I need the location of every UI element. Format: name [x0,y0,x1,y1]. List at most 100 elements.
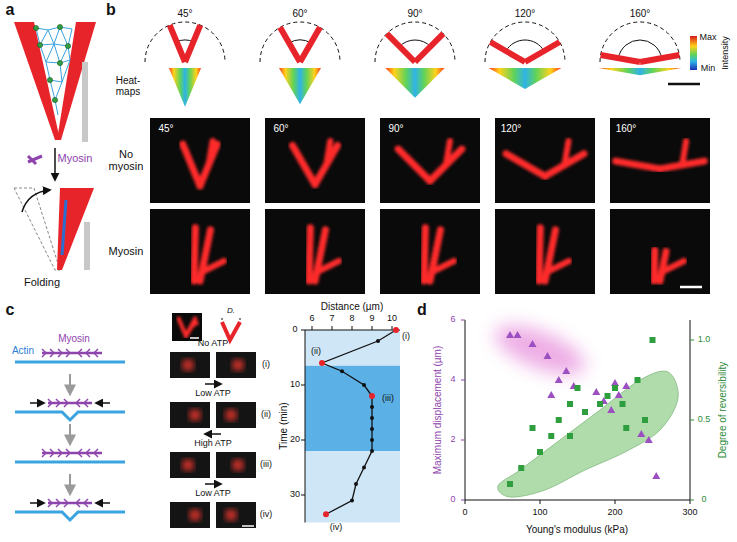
fluorescence-image [380,209,480,294]
myosin-filament [42,452,102,455]
axis-tick [461,440,465,441]
angle-label: 120° [515,8,536,19]
support-bar [82,62,88,142]
reversibility-point [567,401,573,407]
sheet-image [183,141,217,186]
actin-mesh [48,30,54,44]
fluorescence-image [150,118,250,203]
figure-part [506,154,545,177]
process-arrow [54,148,56,180]
myosin-head [86,353,90,357]
reversibility-point [623,425,629,431]
figure-part [309,228,310,281]
data-point [370,405,374,409]
myosin-head [66,349,70,353]
figure-part [660,251,666,281]
displacement-point [637,430,645,437]
fluorescence-image [495,118,595,203]
myosin-head [78,449,82,453]
fluorescence-image [170,452,210,478]
tick-label: 0.5 [698,415,711,425]
tick-label: 300 [682,508,697,518]
scale-bar [190,337,199,339]
reversibility-point [582,409,588,415]
axis-tick [540,500,541,504]
force-arrow [96,402,110,404]
process-label: Folding [24,276,60,288]
tick-label: 0 [292,325,297,335]
figure-part [293,146,316,185]
myosin-head [84,503,88,507]
bead-spot [189,409,201,421]
sheet-arm [300,27,320,62]
myosin-head [56,403,60,407]
sheet-arm [185,25,200,62]
sheet-image [424,228,454,281]
actin-mesh [62,60,70,82]
panel-letter: c [6,301,15,319]
angle-label: 90° [388,123,403,134]
displacement-point [607,406,615,413]
figure-part [616,161,660,169]
sheet-arm [57,22,96,140]
condition-label: No ATP [198,339,228,349]
figure-part [446,141,450,165]
fluorescence-image [380,118,480,203]
myosin-dot [57,60,62,65]
actin-mesh [54,44,60,63]
tick-label: 8 [349,314,354,324]
row-label: Heat-maps [107,75,149,97]
sheet-image [506,141,584,176]
data-point [362,383,366,387]
myosin-dot [57,24,62,29]
heat-map [169,68,201,107]
distance-trace [322,330,396,514]
myosin-head [42,449,46,453]
force-arrow [30,402,44,404]
figure-part [539,228,540,281]
step-arrow [69,374,71,394]
reversibility-point [620,401,626,407]
axis-tick [301,385,305,386]
axis-line [305,330,306,523]
myosin-head [94,449,98,453]
reversibility-point [518,465,524,471]
reversibility-point [556,417,562,423]
actin-mesh [50,80,55,100]
data-point [370,438,374,442]
figure-part [682,141,686,165]
angle-mark [506,40,544,51]
row-label: Myosin [109,245,144,257]
myosin-head [78,349,82,353]
axis-tick [301,440,305,441]
tick-label: 6 [309,314,314,324]
displacement-point [529,340,537,347]
reversibility-point [567,433,573,439]
data-point [376,339,380,343]
bead-spot [232,459,244,471]
figure-part [326,141,330,165]
reversibility-point [612,385,618,391]
myosin-head [66,353,70,357]
reversibility-point [642,417,648,423]
tick-label: 10 [290,380,300,390]
figure-part [434,261,454,271]
figure-part [178,317,198,336]
myosin-head [50,449,54,453]
myosin-head [56,503,60,507]
reagent-label: Myosin [58,152,93,164]
figure-part [664,261,684,271]
callout-number: (ii) [261,410,271,420]
axis-tick [372,326,373,330]
displacement-point [547,391,555,398]
angle-label: 60° [273,123,288,134]
callout-number: (i) [402,332,410,342]
axis-tick [312,326,313,330]
data-point [319,360,325,366]
myosin-head [86,453,90,457]
data-point [362,466,366,470]
myosin-head [50,353,54,357]
heat-map [489,68,562,89]
direction-arrow [205,433,221,435]
myosin-dot [37,42,42,47]
